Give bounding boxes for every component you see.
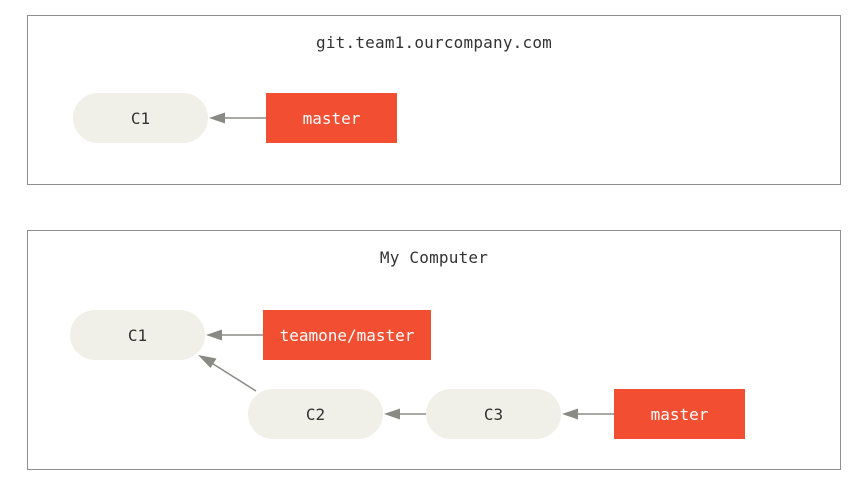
local-repository-panel: My Computer C1 teamone/master C2 C3 mast… xyxy=(27,230,841,470)
server-commit-c1: C1 xyxy=(73,93,208,143)
local-commit-c2: C2 xyxy=(248,389,383,439)
arrow-master-to-c3 xyxy=(562,408,614,420)
arrow-c2-to-c1 xyxy=(198,355,257,392)
server-repository-title: git.team1.ourcompany.com xyxy=(316,33,552,52)
local-commit-c3: C3 xyxy=(426,389,561,439)
server-branch-master: master xyxy=(266,93,397,143)
arrow-c3-to-c2 xyxy=(384,408,426,420)
local-arrows xyxy=(198,329,614,420)
arrow-master-to-c1 xyxy=(209,112,266,124)
server-arrows xyxy=(209,112,266,124)
local-branch-teamone-master: teamone/master xyxy=(263,310,431,360)
arrow-teamone-master-to-c1 xyxy=(206,329,263,341)
server-repository-panel: git.team1.ourcompany.com C1 master xyxy=(27,15,841,185)
local-commit-c1: C1 xyxy=(70,310,205,360)
local-repository-title: My Computer xyxy=(379,248,489,267)
local-branch-master: master xyxy=(614,389,745,439)
